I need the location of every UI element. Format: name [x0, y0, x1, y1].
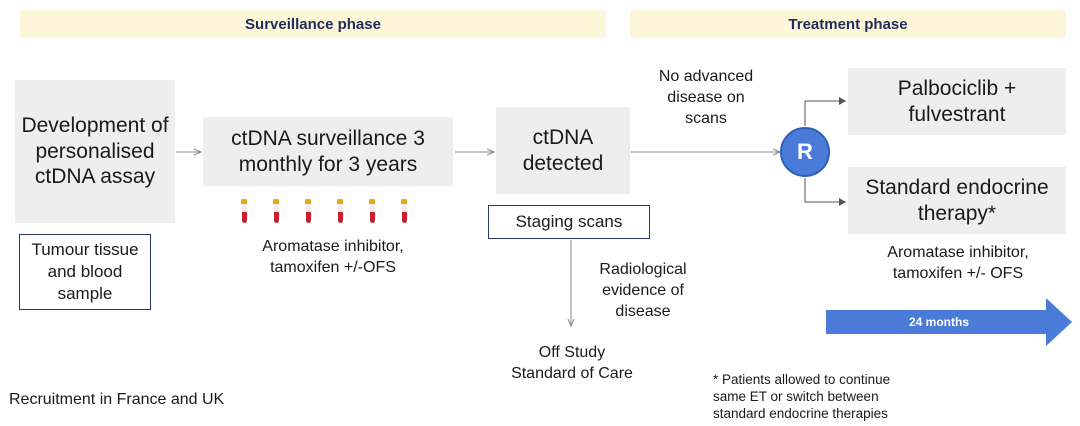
blood-tube-icon	[369, 199, 375, 223]
arrow-randomisation-to-endocrine	[804, 178, 846, 206]
tumour-sample-text: Tumour tissue and blood sample	[31, 239, 139, 304]
assay-development-box: Development of personalised ctDNA assay	[15, 80, 175, 223]
no-advanced-disease-label: No advanced disease on scans	[658, 68, 754, 127]
palbociclib-text: Palbociclib + fulvestrant	[897, 76, 1017, 126]
blood-tube-icon	[401, 199, 407, 223]
footnote: * Patients allowed to continue same ET o…	[713, 372, 891, 421]
treatment-phase-label: Treatment phase	[788, 15, 908, 33]
treatment-phase-header: Treatment phase	[630, 10, 1066, 38]
staging-scans-box: Staging scans	[488, 205, 650, 239]
assay-development-text: Development of personalised ctDNA assay	[21, 114, 169, 189]
staging-scans-text: Staging scans	[515, 211, 623, 231]
randomisation-label: R	[797, 139, 813, 164]
duration-arrow	[826, 298, 1072, 346]
blood-tube-icon	[337, 199, 343, 223]
surveillance-phase-label: Surveillance phase	[245, 15, 381, 33]
ctdna-detected-box: ctDNA detected	[496, 107, 630, 194]
surveillance-drugs-label: Aromatase inhibitor, tamoxifen +/-OFS	[262, 238, 404, 276]
treatment-drugs-label: Aromatase inhibitor, tamoxifen +/- OFS	[887, 244, 1029, 282]
randomisation-circle: R	[780, 127, 830, 177]
blood-tube-icon	[273, 199, 279, 223]
arrow-randomisation-to-palbociclib	[804, 97, 846, 126]
standard-endocrine-text: Standard endocrine therapy*	[865, 175, 1049, 225]
blood-tube-icon	[241, 199, 247, 223]
ctdna-detected-text: ctDNA detected	[522, 125, 604, 175]
surveillance-phase-header: Surveillance phase	[20, 10, 606, 38]
ctdna-surveillance-box: ctDNA surveillance 3 monthly for 3 years	[203, 117, 453, 186]
standard-endocrine-box: Standard endocrine therapy*	[848, 167, 1066, 234]
off-study-label: Off Study Standard of Care	[511, 344, 633, 382]
ctdna-surveillance-text: ctDNA surveillance 3 monthly for 3 years	[231, 126, 425, 176]
radiological-evidence-label: Radiological evidence of disease	[599, 261, 687, 320]
recruitment-note: Recruitment in France and UK	[9, 391, 225, 408]
tumour-sample-box: Tumour tissue and blood sample	[19, 234, 151, 310]
duration-label: 24 months	[909, 315, 970, 329]
palbociclib-box: Palbociclib + fulvestrant	[848, 68, 1066, 135]
blood-tube-icon	[305, 199, 311, 223]
